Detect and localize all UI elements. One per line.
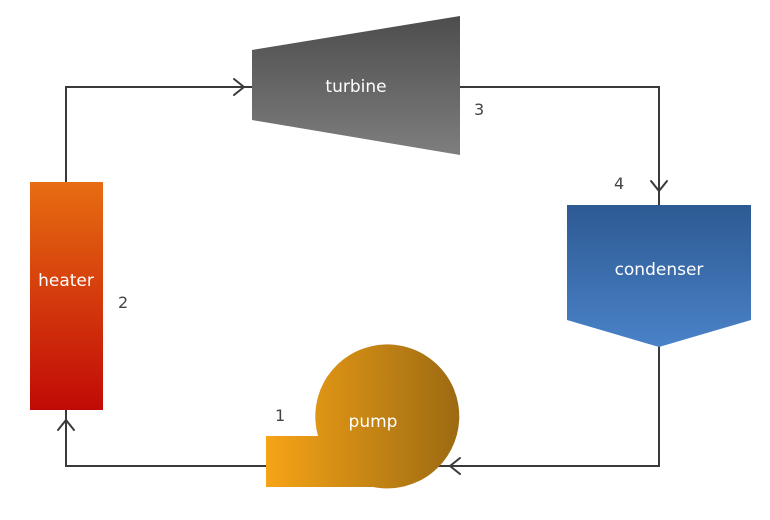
- line-turbine-to-condenser: [460, 86, 660, 205]
- flow-arrows: [57, 78, 668, 475]
- line-heater-to-turbine: [65, 86, 252, 182]
- turbine-component: turbine: [252, 16, 460, 155]
- heater-label: heater: [38, 271, 94, 291]
- state-point-labels: 1 2 3 4: [118, 100, 624, 425]
- line-condenser-to-pump: [424, 345, 660, 467]
- state-point-1: 1: [275, 406, 285, 425]
- flow-lines: [65, 86, 660, 467]
- pump-shape: [266, 344, 460, 489]
- chevron-arrow-icon: [233, 78, 245, 96]
- condenser-shape: [567, 205, 751, 347]
- heater-component: heater: [30, 182, 103, 410]
- state-point-2: 2: [118, 293, 128, 312]
- pump-label: pump: [349, 412, 398, 432]
- chevron-arrow-icon: [449, 457, 461, 475]
- turbine-label: turbine: [325, 77, 386, 97]
- pump-component: pump: [266, 344, 460, 489]
- state-point-4: 4: [614, 174, 624, 193]
- heater-shape: [30, 182, 103, 410]
- condenser-label: condenser: [615, 260, 704, 280]
- chevron-arrow-icon: [650, 180, 668, 192]
- state-point-3: 3: [474, 100, 484, 119]
- condenser-component: condenser: [567, 205, 751, 347]
- line-pump-to-heater: [65, 410, 266, 467]
- turbine-shape: [252, 16, 460, 155]
- chevron-arrow-icon: [57, 419, 75, 431]
